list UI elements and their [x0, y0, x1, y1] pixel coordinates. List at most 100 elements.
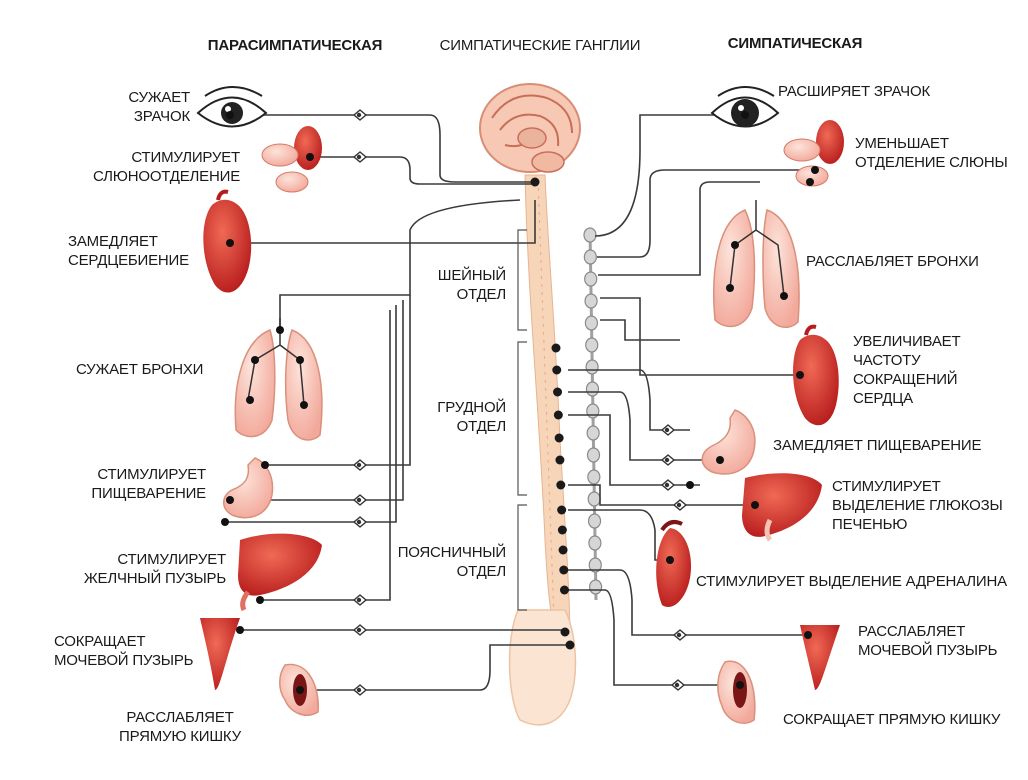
synapse-dot — [356, 519, 362, 525]
para-effect-saliva: СТИМУЛИРУЕТ СЛЮНООТДЕЛЕНИЕ — [93, 149, 240, 185]
sacral-dot — [560, 627, 570, 637]
right-adrenal-kidney-illustration — [656, 520, 692, 607]
left-eye-illustration — [196, 86, 268, 128]
right-lungs-illustration — [713, 200, 800, 328]
nerve-ending-dot — [226, 496, 234, 504]
right-rectum-illustration — [717, 660, 756, 724]
ganglion — [584, 315, 599, 331]
section-brackets — [517, 229, 527, 611]
synapse-markers — [352, 109, 688, 696]
right-heart-illustration — [793, 324, 839, 426]
ganglion — [586, 447, 601, 463]
spinal-root-dot — [557, 505, 567, 515]
synapse-dot — [356, 462, 362, 468]
synapse-dot — [356, 497, 362, 503]
para-effect-pupil: СУЖАЕТ ЗРАЧОК — [128, 89, 190, 125]
symp-effect-adrenaline: СТИМУЛИРУЕТ ВЫДЕЛЕНИЕ АДРЕНАЛИНА — [696, 573, 1007, 590]
synapse-dot — [356, 597, 362, 603]
nerve-ending-dot — [741, 111, 749, 119]
ganglion — [583, 249, 597, 265]
synapse-dot — [356, 154, 362, 160]
sympathetic-header: СИМПАТИЧЕСКАЯ — [727, 35, 863, 52]
symp-effect-heart: УВЕЛИЧИВАЕТ ЧАСТОТУ СОКРАЩЕНИЙ СЕРДЦА — [853, 333, 961, 407]
nerve-ending-dot — [300, 401, 308, 409]
nerve-ending-dot — [806, 178, 814, 186]
para-effect-heart: ЗАМЕДЛЯЕТ СЕРДЦЕБИЕНИЕ — [68, 233, 189, 269]
spinal-root-dot — [556, 480, 566, 490]
para-effect-gallbladder: СТИМУЛИРУЕТ ЖЕЛЧНЫЙ ПУЗЫРЬ — [83, 551, 226, 587]
nerve-ending-dot — [236, 626, 244, 634]
nerve-ending-dot — [296, 686, 304, 694]
sympathetic-ganglia-header: СИМПАТИЧЕСКИЕ ГАНГЛИИ — [439, 37, 641, 54]
left-bladder-illustration — [200, 618, 240, 690]
spinal-root-dot — [552, 365, 562, 375]
left-heart-illustration — [203, 189, 252, 293]
nerve-ending-dot — [226, 239, 234, 247]
right-salivary-gland-illustration — [783, 120, 844, 187]
nerve-ending-dot — [796, 371, 804, 379]
nerve-ending-dot — [226, 111, 234, 119]
parasympathetic-header: ПАРАСИМПАТИЧЕСКАЯ — [207, 37, 383, 54]
nerve-ending-dot — [751, 501, 759, 509]
spinal-root-dot — [559, 585, 569, 595]
nerve-ending-dot — [276, 326, 284, 334]
ganglion — [585, 337, 599, 353]
ganglion — [586, 425, 600, 441]
nerve-ending-dot — [726, 284, 734, 292]
right-bladder-illustration — [800, 625, 840, 690]
nerve-ending-dot — [731, 241, 739, 249]
brain-illustration — [479, 83, 581, 173]
nerve-ending-dot — [780, 292, 788, 300]
spinal-roots — [530, 177, 575, 650]
right-stomach-illustration — [701, 409, 756, 475]
nerve-ending-dot — [246, 396, 254, 404]
nerve-endings — [221, 111, 819, 694]
left-salivary-gland-illustration — [261, 126, 322, 193]
section-label-lumbar: ПОЯСНИЧНЫЙ ОТДЕЛ — [397, 544, 506, 580]
synapse-dot — [676, 632, 682, 638]
ganglia-chain — [583, 227, 603, 601]
symp-effect-pupil: РАСШИРЯЕТ ЗРАЧОК — [778, 83, 930, 100]
spinal-root-dot — [553, 387, 563, 397]
nerve-ending-dot — [261, 461, 269, 469]
ganglion — [585, 381, 600, 397]
nerve-ending-dot — [716, 456, 724, 464]
section-label-cervical: ШЕЙНЫЙ ОТДЕЛ — [437, 267, 506, 303]
ganglion — [588, 579, 603, 595]
ganglion — [584, 293, 598, 309]
spinal-root-dot — [555, 455, 565, 465]
synapse-dot — [664, 457, 670, 463]
synapse-dot — [664, 427, 670, 433]
central-nervous-system — [479, 83, 581, 726]
ganglion — [587, 469, 601, 485]
symp-effect-liver: СТИМУЛИРУЕТ ВЫДЕЛЕНИЕ ГЛЮКОЗЫ ПЕЧЕНЬЮ — [832, 478, 1003, 533]
ganglion — [587, 513, 602, 529]
nerve-ending-dot — [686, 481, 694, 489]
synapse-dot — [674, 682, 680, 688]
pelvis-illustration — [508, 609, 577, 726]
brainstem-dot — [530, 177, 540, 187]
right-eye-illustration — [710, 86, 780, 128]
synapse-dot — [356, 627, 362, 633]
synapse-dot — [356, 687, 362, 693]
ganglion — [588, 557, 602, 573]
nerve-pathways — [225, 114, 815, 691]
ganglion — [584, 271, 598, 287]
left-lungs-illustration — [234, 318, 323, 441]
symp-effect-digestion: ЗАМЕДЛЯЕТ ПИЩЕВАРЕНИЕ — [773, 437, 982, 454]
nerve-ending-dot — [306, 153, 314, 161]
right-liver-illustration — [742, 473, 822, 542]
spinal-root-dot — [557, 525, 567, 535]
section-label-thoracic: ГРУДНОЙ ОТДЕЛ — [437, 399, 506, 435]
nerve-ending-dot — [804, 631, 812, 639]
ganglion — [585, 359, 599, 375]
symp-effect-rectum: СОКРАЩАЕТ ПРЯМУЮ КИШКУ — [783, 711, 1001, 728]
nerve-ending-dot — [256, 596, 264, 604]
symp-effect-saliva: УМЕНЬШАЕТ ОТДЕЛЕНИЕ СЛЮНЫ — [855, 135, 1008, 171]
spinal-root-dot — [558, 545, 568, 555]
para-effect-digestion: СТИМУЛИРУЕТ ПИЩЕВАРЕНИЕ — [91, 466, 206, 502]
symp-effect-bladder: РАССЛАБЛЯЕТ МОЧЕВОЙ ПУЗЫРЬ — [858, 623, 998, 659]
nerve-ending-dot — [296, 356, 304, 364]
nerve-ending-dot — [666, 556, 674, 564]
